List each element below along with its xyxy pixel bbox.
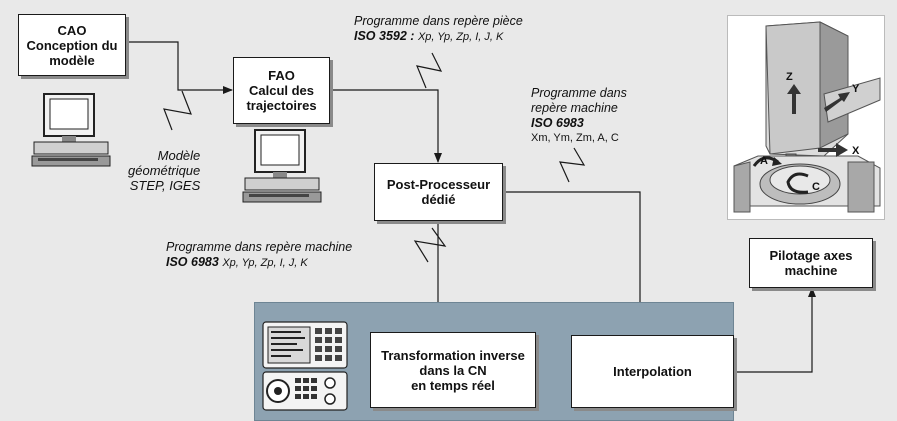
bolt-machine-right (559, 147, 586, 183)
axis-x-label: X (852, 145, 860, 157)
cao-box: CAO Conception du modèle (18, 14, 126, 76)
arrow-fao-to-post (330, 89, 442, 163)
note-modele-line-3: STEP, IGES (129, 178, 201, 193)
axis-c-label: C (812, 181, 820, 193)
note-machine-bottom-line-1: Programme dans repère machine (166, 240, 353, 254)
axis-a-label: A (760, 155, 768, 167)
fao-title: FAO (268, 68, 295, 83)
arrow-post-to-interpolation (503, 191, 644, 335)
machine-illustration: Z Y X A C (727, 15, 885, 220)
note-machine-right-line-2: repère machine (531, 101, 618, 115)
transformation-line-3: en temps réel (411, 377, 495, 393)
interpolation-box: Interpolation (571, 335, 734, 408)
fao-line-2: Calcul des (248, 83, 315, 98)
transformation-line-2: dans la CN (419, 362, 487, 378)
note-machine-bottom-coords: Xp, Yp, Zp, I, J, K (222, 257, 308, 269)
note-modele-geometrique: Modèle géométrique STEP, IGES (128, 148, 200, 193)
note-modele-line-1: Modèle (157, 148, 201, 163)
pilotage-line-1: Pilotage axes (769, 248, 853, 263)
arrow-interpolation-to-pilotage (734, 287, 816, 373)
computer-icon-fao (242, 129, 322, 203)
bolt-machine-bottom (413, 227, 447, 263)
note-piece-coords: Xp, Yp, Zp, I, J, K (417, 31, 504, 43)
post-processor-line-2: dédié (421, 192, 456, 207)
post-processor-box: Post-Processeur dédié (374, 163, 503, 221)
note-machine-right-coords: Xm, Ym, Zm, A, C (531, 132, 619, 144)
milling-machine-image: Z Y X A C (733, 21, 881, 213)
cao-title: CAO (57, 22, 87, 38)
note-machine-bottom-iso: ISO 6983 (166, 255, 219, 269)
computer-icon-cao (31, 93, 111, 167)
fao-line-3: trajectoires (246, 98, 317, 113)
bolt-piece (416, 52, 443, 89)
pilotage-line-2: machine (784, 263, 838, 278)
interpolation-label: Interpolation (613, 364, 692, 379)
post-processor-line-1: Post-Processeur (386, 177, 491, 192)
note-piece-iso: ISO 3592 : (354, 29, 415, 43)
axis-z-label: Z (786, 71, 793, 83)
note-piece-line-1: Programme dans repère pièce (354, 14, 523, 28)
transformation-box: Transformation inverse dans la CN en tem… (370, 332, 536, 408)
bolt-modele (163, 90, 192, 131)
fao-box: FAO Calcul des trajectoires (233, 57, 330, 124)
cao-line-3: modèle (49, 52, 95, 68)
transformation-line-1: Transformation inverse (381, 347, 525, 363)
cao-line-2: Conception du (26, 37, 118, 53)
axis-y-label: Y (852, 83, 860, 95)
note-programme-machine-right: Programme dans repère machine ISO 6983 X… (531, 86, 627, 146)
note-programme-machine-bottom: Programme dans repère machine ISO 6983 X… (166, 240, 352, 271)
cnc-controller-icon (262, 321, 348, 411)
note-machine-right-line-1: Programme dans (531, 86, 627, 100)
note-machine-right-iso: ISO 6983 (531, 116, 584, 130)
note-modele-line-2: géométrique (128, 163, 201, 178)
note-programme-piece: Programme dans repère pièce ISO 3592 : X… (354, 14, 523, 45)
pilotage-box: Pilotage axes machine (749, 238, 873, 288)
arrow-cao-to-fao (126, 41, 233, 94)
